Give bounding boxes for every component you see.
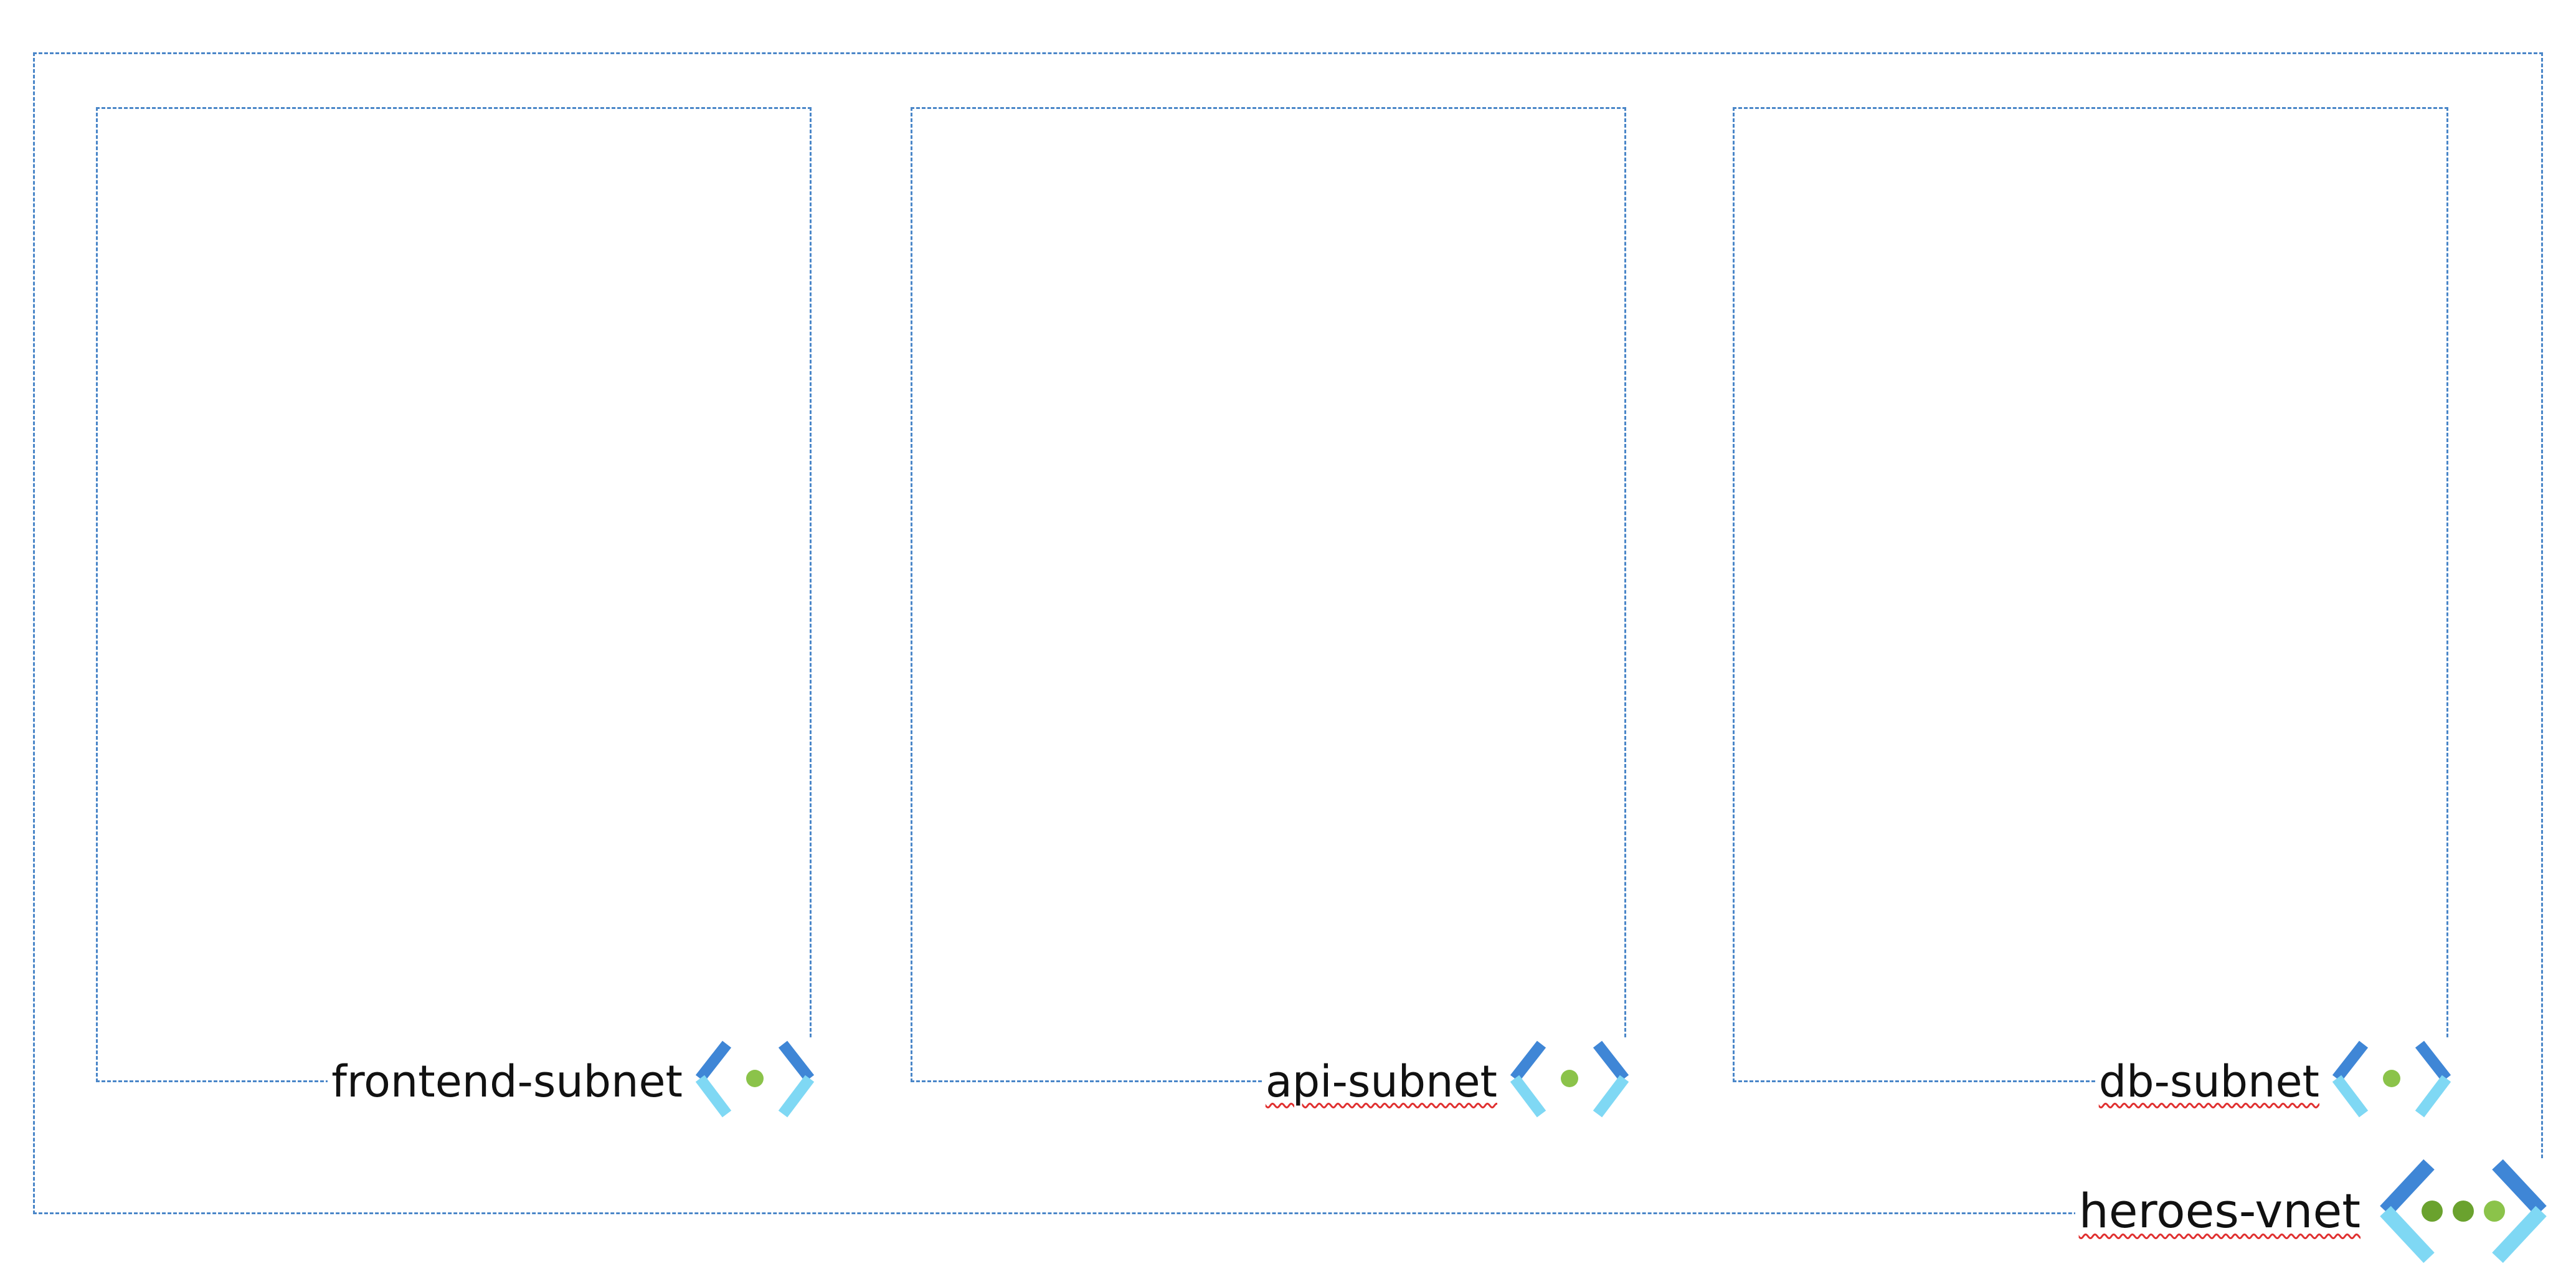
frontend-subnet-label-group: frontend-subnet xyxy=(328,1038,817,1125)
subnet-icon xyxy=(1507,1038,1632,1125)
api-subnet-label-group: api-subnet xyxy=(1261,1038,1632,1125)
api-subnet-label-text: api-subnet xyxy=(1265,1056,1497,1107)
db-subnet-label-group: db-subnet xyxy=(2095,1038,2454,1125)
vnet-label-text: heroes-vnet xyxy=(2078,1183,2361,1239)
subnet-icon xyxy=(693,1038,817,1125)
vnet-label: heroes-vnet xyxy=(2075,1187,2373,1235)
vnet-boundary[interactable] xyxy=(33,52,2543,1214)
vnet-label-group: heroes-vnet xyxy=(2075,1158,2554,1264)
subnet-icon xyxy=(2329,1038,2454,1125)
virtual-network-icon xyxy=(2373,1158,2554,1264)
api-subnet-boundary[interactable] xyxy=(911,107,1626,1082)
db-subnet-label: db-subnet xyxy=(2095,1060,2329,1103)
frontend-subnet-label: frontend-subnet xyxy=(331,1056,683,1107)
db-subnet-label-text: db-subnet xyxy=(2098,1056,2319,1107)
db-subnet-boundary[interactable] xyxy=(1733,107,2448,1082)
api-subnet-label: api-subnet xyxy=(1262,1060,1507,1103)
frontend-subnet-boundary[interactable] xyxy=(96,107,812,1082)
